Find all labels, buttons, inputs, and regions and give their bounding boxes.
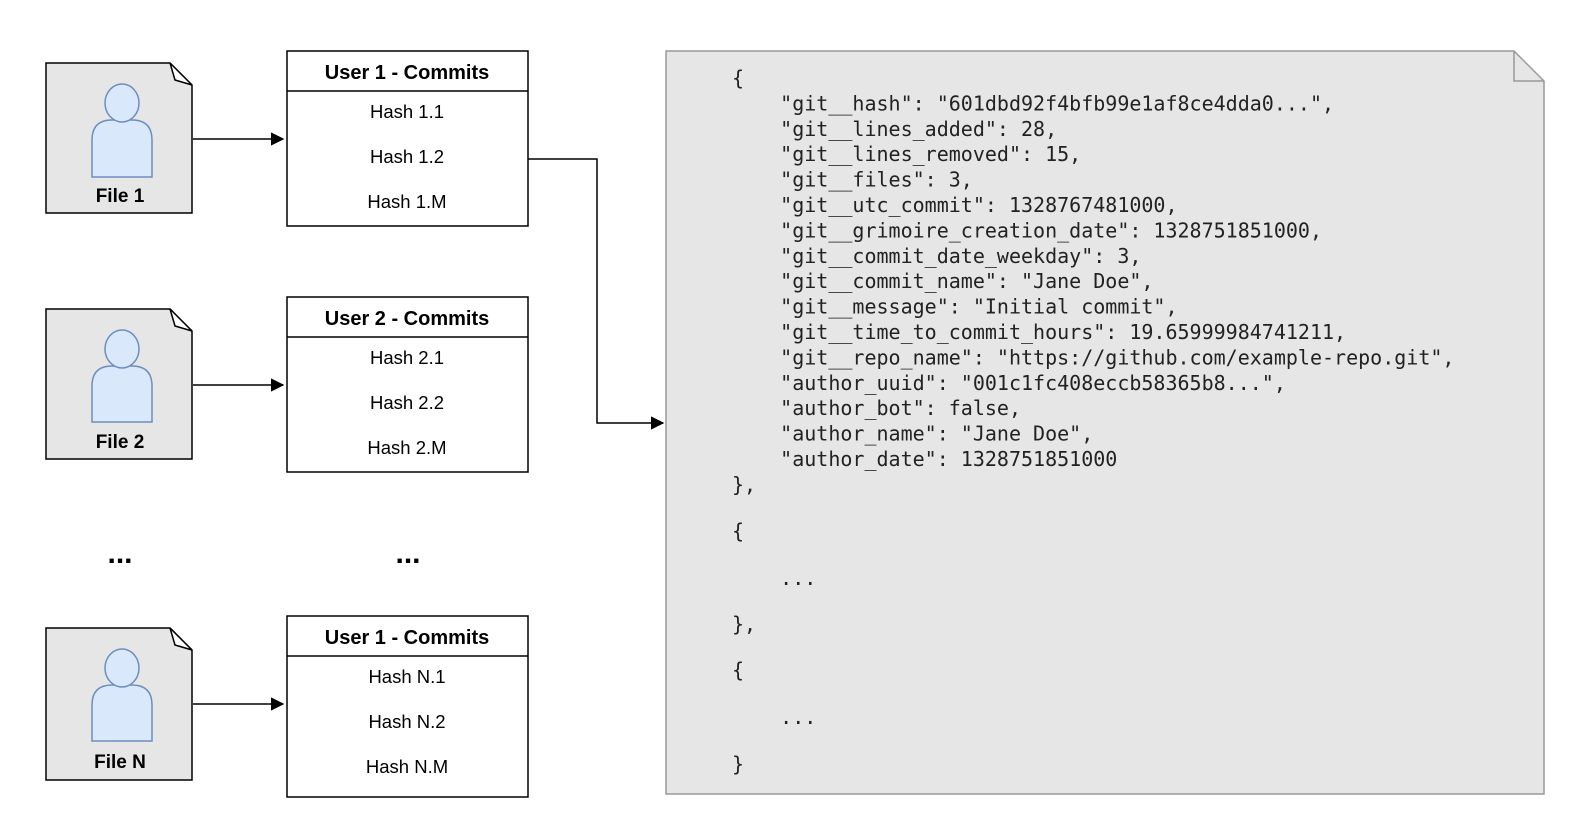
file-node-1: File 1 xyxy=(45,62,193,214)
hash-item: Hash 1.M xyxy=(367,191,446,212)
json-line: "git__grimoire_creation_date": 132875185… xyxy=(732,218,1322,242)
person-icon xyxy=(91,648,153,742)
commits-box-title: User 1 - Commits xyxy=(325,627,490,649)
json-line: "author_uuid": "001c1fc408eccb58365b8...… xyxy=(732,371,1286,395)
elbow-connector-arrow xyxy=(528,158,665,430)
json-line: "git__hash": "601dbd92f4bfb99e1af8ce4dda… xyxy=(732,91,1334,115)
page-fold-icon xyxy=(169,62,193,86)
person-icon xyxy=(91,83,153,178)
commits-box-title: User 1 - Commits xyxy=(325,62,490,84)
json-line: "git__utc_commit": 1328767481000, xyxy=(732,193,1178,217)
commits-box-1: User 1 - Commits Hash 1.1 Hash 1.2 Hash … xyxy=(286,50,529,227)
json-line: "git__lines_removed": 15, xyxy=(732,142,1081,166)
hash-item: Hash 1.1 xyxy=(370,101,444,122)
json-line: ... xyxy=(732,705,816,729)
page-fold-icon xyxy=(169,627,193,651)
file-node-n: File N xyxy=(45,627,193,781)
json-line: "author_date": 1328751851000 xyxy=(732,447,1117,471)
page-fold-icon xyxy=(169,308,193,332)
hash-item: Hash 2.M xyxy=(367,437,446,458)
json-lines: { "git__hash": "601dbd92f4bfb99e1af8ce4d… xyxy=(732,66,1454,496)
hash-item: Hash N.2 xyxy=(368,711,445,732)
hash-item: Hash 1.2 xyxy=(370,146,444,167)
hash-item: Hash N.1 xyxy=(368,666,445,687)
json-line: "git__commit_date_weekday": 3, xyxy=(732,244,1141,268)
file-node-2: File 2 xyxy=(45,308,193,460)
commits-ellipsis: ... xyxy=(395,537,420,570)
json-document-icon xyxy=(665,50,1545,795)
json-line: "git__message": "Initial commit", xyxy=(732,295,1178,319)
hash-item: Hash N.M xyxy=(366,756,448,777)
json-line: { xyxy=(732,519,744,543)
file-label: File N xyxy=(94,752,146,773)
files-ellipsis: ... xyxy=(107,537,132,570)
json-line: "git__files": 3, xyxy=(732,168,973,192)
document-fold-icon xyxy=(1513,51,1544,82)
commits-box-n: User 1 - Commits Hash N.1 Hash N.2 Hash … xyxy=(286,615,529,798)
json-line: "git__lines_added": 28, xyxy=(732,117,1057,141)
hash-item: Hash 2.1 xyxy=(370,347,444,368)
json-line: "author_bot": false, xyxy=(732,396,1021,420)
json-line: { xyxy=(732,658,744,682)
commits-box-title: User 2 - Commits xyxy=(325,308,490,330)
file-label: File 2 xyxy=(96,432,145,453)
commits-box-2: User 2 - Commits Hash 2.1 Hash 2.2 Hash … xyxy=(286,296,529,473)
json-tail-lines: { ...}, { ...} xyxy=(732,519,816,776)
json-line: "author_name": "Jane Doe", xyxy=(732,422,1093,446)
file-label: File 1 xyxy=(96,186,145,207)
person-icon xyxy=(91,329,153,423)
json-line: ... xyxy=(732,566,816,590)
json-line: "git__repo_name": "https://github.com/ex… xyxy=(732,345,1454,369)
json-line: "git__commit_name": "Jane Doe", xyxy=(732,269,1153,293)
json-line: { xyxy=(732,66,744,90)
json-line: } xyxy=(732,752,744,776)
json-line: "git__time_to_commit_hours": 19.65999984… xyxy=(732,320,1346,344)
json-line: }, xyxy=(732,472,756,496)
json-document: { "git__hash": "601dbd92f4bfb99e1af8ce4d… xyxy=(665,50,1545,795)
hash-item: Hash 2.2 xyxy=(370,392,444,413)
json-line: }, xyxy=(732,612,756,636)
